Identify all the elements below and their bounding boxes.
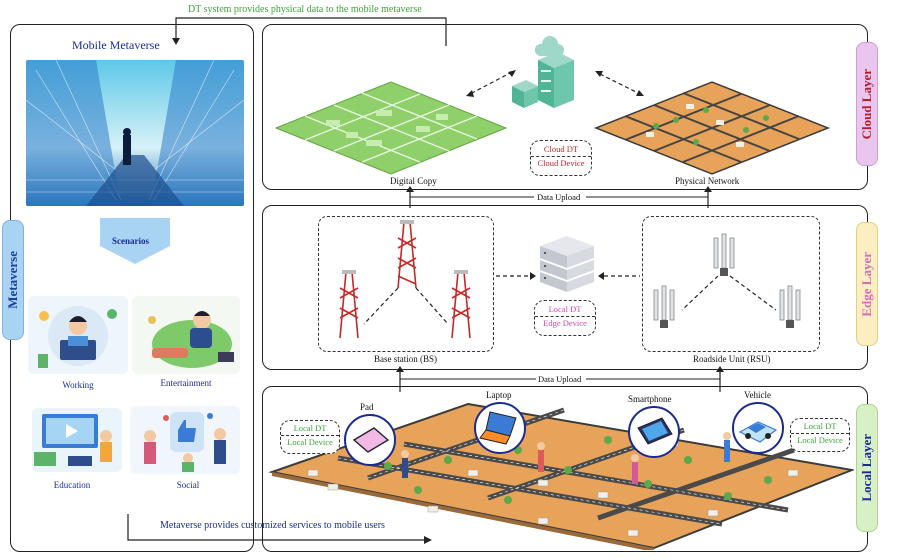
scene-social-image	[130, 406, 240, 474]
edge-links	[496, 272, 640, 280]
local-city-map	[268, 402, 854, 550]
roadside-unit-label: Roadside Unit (RSU)	[693, 354, 771, 364]
digital-copy-label: Digital Copy	[390, 176, 437, 186]
local-dt-label-left: Local DT	[293, 423, 327, 433]
local-dt-pill-left: Local DT Local Device	[280, 420, 340, 454]
vehicle-label: Vehicle	[744, 390, 771, 400]
vehicle-device[interactable]	[732, 402, 784, 454]
roadside-units	[653, 233, 801, 328]
physical-network-label: Physical Network	[675, 176, 740, 186]
pad-label: Pad	[360, 402, 374, 412]
local-device-label-right: Local Device	[791, 433, 849, 447]
metaverse-tab-label: Metaverse	[5, 251, 20, 309]
scenarios-arrow	[100, 218, 170, 269]
scene-social-label: Social	[176, 480, 200, 490]
roadside-unit-group	[642, 216, 820, 352]
data-upload-label-2: Data Upload	[538, 374, 582, 384]
cloud-layer-tab-label: Cloud Layer	[859, 68, 874, 140]
local-device-label-left: Local Device	[281, 435, 339, 449]
laptop-label: Laptop	[486, 390, 512, 400]
pad-device[interactable]	[344, 414, 396, 466]
base-station-towers	[339, 220, 471, 339]
cloud-layer-tab: Cloud Layer	[856, 42, 878, 166]
edge-dt-label: Local DT	[548, 304, 582, 314]
bottom-flow-arrow	[127, 514, 432, 544]
cloud-device-label: Cloud Device	[531, 156, 591, 170]
edge-dt-pill: Local DT Edge Device	[534, 300, 596, 336]
cloud-dt-pill: Cloud DT Cloud Device	[530, 140, 592, 176]
scene-education-label: Education	[53, 480, 91, 490]
edge-layer-tab-label: Edge Layer	[859, 251, 874, 317]
physical-network-map	[593, 81, 831, 175]
metaverse-tab: Metaverse	[2, 220, 24, 340]
cloud-dt-label: Cloud DT	[543, 144, 579, 154]
data-upload-arrows-2	[396, 366, 724, 392]
top-flow-arrow	[172, 17, 447, 46]
cloud-server-icon	[512, 36, 574, 108]
data-upload-label-1: Data Upload	[537, 192, 581, 202]
scene-entertainment-label: Entertainment	[160, 378, 212, 388]
scene-working-image	[28, 296, 128, 374]
edge-server-icon	[540, 236, 594, 292]
metaverse-title: Mobile Metaverse	[72, 38, 160, 52]
local-layer-tab: Local Layer	[856, 404, 878, 532]
local-layer-tab-label: Local Layer	[859, 434, 874, 502]
base-station-group	[318, 216, 494, 352]
scene-education-image	[32, 408, 122, 472]
laptop-device[interactable]	[474, 402, 526, 454]
digital-copy-map	[274, 81, 508, 175]
bottom-caption: Metaverse provides customized services t…	[160, 520, 385, 531]
top-caption: DT system provides physical data to the …	[188, 4, 422, 15]
scenarios-label: Scenarios	[112, 236, 149, 246]
edge-device-label: Edge Device	[535, 316, 595, 330]
local-dt-pill-right: Local DT Local Device	[790, 418, 850, 452]
base-station-label: Base station (BS)	[374, 354, 437, 364]
metaverse-city-image	[26, 60, 244, 206]
data-upload-arrows-1	[406, 186, 712, 208]
smartphone-device[interactable]	[628, 406, 680, 458]
cloud-links	[466, 70, 644, 97]
edge-layer-tab: Edge Layer	[856, 222, 878, 346]
scene-working-label: Working	[62, 380, 94, 390]
local-dt-label-right: Local DT	[803, 421, 837, 431]
smartphone-label: Smartphone	[628, 394, 672, 404]
scene-entertainment-image	[132, 296, 240, 374]
